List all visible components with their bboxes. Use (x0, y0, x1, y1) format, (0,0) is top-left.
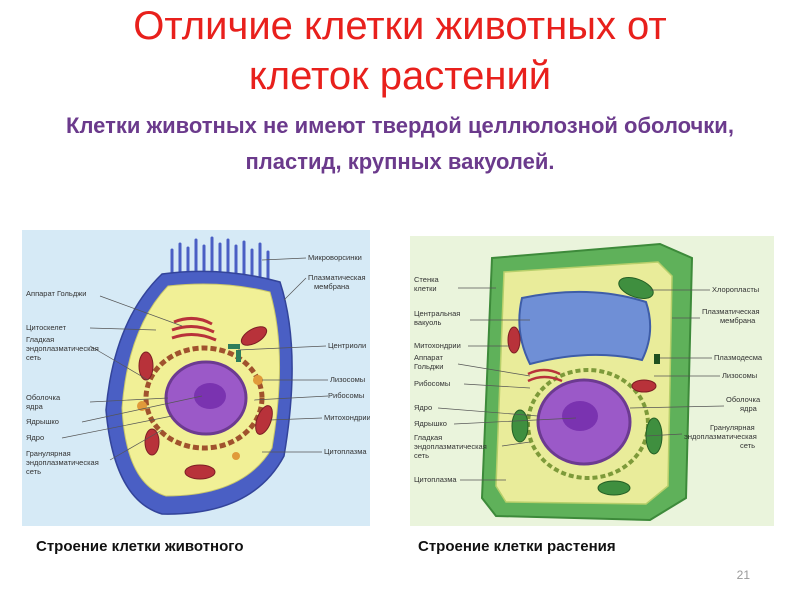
animal-rough-er (143, 345, 265, 451)
animal-label-nuclear-envelope-1: Оболочка (26, 393, 61, 402)
animal-cell-svg: Аппарат Гольджи Цитоскелет Гладкая эндоп… (26, 236, 371, 515)
plant-label-mitochondria: Митохондрии (414, 341, 461, 350)
plant-label-golgi-2: Гольджи (414, 362, 443, 371)
animal-label-cytoskeleton: Цитоскелет (26, 323, 67, 332)
plant-label-smooth-er-1: Гладкая (414, 433, 442, 442)
animal-label-mitochondria: Митохондрии (324, 413, 370, 422)
plant-caption: Строение клетки растения (418, 538, 616, 555)
animal-label-microvilli: Микроворсинки (308, 253, 362, 262)
animal-leader-lines (61, 257, 329, 461)
plant-label-cell-wall-1: Стенка (414, 275, 440, 284)
plant-label-vacuole-2: вакуоль (414, 318, 441, 327)
animal-golgi (171, 317, 217, 342)
animal-label-rough-er-3: сеть (26, 467, 41, 476)
animal-label-nucleolus: Ядрышко (26, 417, 59, 426)
plant-label-chloroplasts: Хлоропласты (712, 285, 759, 294)
animal-label-cytoplasm: Цитоплазма (324, 447, 367, 456)
animal-label-plasma-membrane-1: Плазматическая (308, 273, 366, 282)
animal-label-rough-er-1: Гранулярная (26, 449, 71, 458)
plant-cell-diagram: Стенка клетки Центральная вакуоль Митохо… (410, 236, 774, 526)
plant-central-vacuole (518, 290, 652, 366)
plant-label-rough-er-2: эндоплазматическая (684, 432, 757, 441)
animal-centrioles (228, 344, 241, 362)
animal-label-nucleus: Ядро (26, 433, 44, 442)
plant-cell-svg: Стенка клетки Центральная вакуоль Митохо… (414, 242, 763, 522)
plant-label-cytoplasm: Цитоплазма (414, 475, 457, 484)
animal-label-plasma-membrane-2: мембрана (314, 282, 350, 291)
animal-label-lysosomes: Лизосомы (330, 375, 365, 384)
plant-label-plasma-membrane-1: Плазматическая (702, 307, 760, 316)
animal-cell-diagram: Аппарат Гольджи Цитоскелет Гладкая эндоп… (22, 230, 371, 526)
page-number: 21 (736, 568, 750, 582)
plant-label-golgi-1: Аппарат (414, 353, 443, 362)
plant-label-cell-wall-2: клетки (414, 284, 437, 293)
plant-label-nuclear-envelope-2: ядра (740, 404, 758, 413)
plant-label-lysosomes: Лизосомы (722, 371, 757, 380)
plant-label-smooth-er-3: сеть (414, 451, 429, 460)
plant-plasmodesma (654, 354, 660, 364)
plant-golgi (527, 368, 563, 383)
plant-leader-lines (437, 287, 725, 481)
microvilli (170, 236, 270, 284)
plant-label-nucleus: Ядро (414, 403, 432, 412)
animal-caption: Строение клетки животного (36, 538, 244, 555)
title-line-1: Отличие клетки животных от (133, 4, 667, 48)
plant-chloroplasts (511, 277, 663, 496)
plant-label-nuclear-envelope-1: Оболочка (726, 395, 761, 404)
animal-label-smooth-er-3: сеть (26, 353, 41, 362)
subtitle: Клетки животных не имеют твердой целлюло… (66, 113, 734, 174)
plant-label-nucleolus: Ядрышко (414, 419, 447, 428)
animal-nucleolus (194, 383, 226, 409)
plant-label-plasma-membrane-2: мембрана (720, 316, 756, 325)
animal-label-golgi: Аппарат Гольджи (26, 289, 86, 298)
plant-mitochondria (507, 326, 657, 393)
plant-label-plasmodesma: Плазмодесма (714, 353, 763, 362)
plant-label-smooth-er-2: эндоплазматическая (414, 442, 487, 451)
animal-label-rough-er-2: эндоплазматическая (26, 458, 99, 467)
plant-label-rough-er-3: сеть (740, 441, 755, 450)
animal-label-centrioles: Центриоли (328, 341, 366, 350)
plant-nucleolus (562, 401, 598, 431)
animal-label-smooth-er-1: Гладкая (26, 335, 54, 344)
animal-mitochondria (138, 326, 273, 480)
plant-label-vacuole-1: Центральная (414, 309, 460, 318)
animal-label-smooth-er-2: эндоплазматическая (26, 344, 99, 353)
animal-label-ribosomes: Рибосомы (328, 391, 364, 400)
title-line-2: клеток растений (248, 54, 552, 98)
animal-label-nuclear-envelope-2: ядра (26, 402, 44, 411)
plant-label-ribosomes: Рибосомы (414, 379, 450, 388)
plant-label-rough-er-1: Гранулярная (710, 423, 755, 432)
